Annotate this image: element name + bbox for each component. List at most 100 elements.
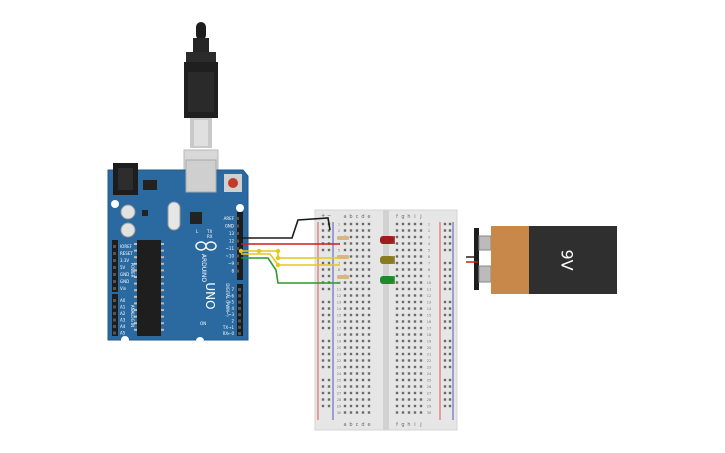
bb-hole[interactable] bbox=[349, 261, 353, 265]
bb-hole[interactable] bbox=[407, 411, 411, 414]
bb-hole[interactable] bbox=[343, 320, 347, 323]
bb-hole[interactable] bbox=[349, 365, 353, 369]
bb-hole[interactable] bbox=[395, 287, 399, 291]
rail-hole[interactable] bbox=[448, 385, 452, 388]
bb-hole[interactable] bbox=[367, 320, 371, 323]
bb-hole[interactable] bbox=[361, 274, 365, 278]
bb-hole[interactable] bbox=[401, 372, 405, 375]
bb-hole[interactable] bbox=[395, 346, 399, 349]
bb-hole[interactable] bbox=[367, 235, 371, 239]
led-yellow[interactable] bbox=[380, 256, 395, 264]
bb-hole[interactable] bbox=[413, 313, 417, 317]
bb-hole[interactable] bbox=[395, 339, 399, 343]
rail-hole[interactable] bbox=[443, 274, 447, 278]
bb-hole[interactable] bbox=[395, 229, 399, 232]
bb-hole[interactable] bbox=[395, 222, 399, 226]
bb-hole[interactable] bbox=[355, 372, 359, 375]
bb-hole[interactable] bbox=[395, 300, 399, 304]
rail-hole[interactable] bbox=[443, 242, 447, 245]
bb-hole[interactable] bbox=[419, 333, 423, 336]
bb-hole[interactable] bbox=[413, 229, 417, 232]
bb-hole[interactable] bbox=[355, 359, 359, 362]
bb-hole[interactable] bbox=[413, 391, 417, 395]
bb-hole[interactable] bbox=[413, 411, 417, 414]
bb-hole[interactable] bbox=[367, 333, 371, 336]
rail-hole[interactable] bbox=[327, 359, 331, 362]
bb-hole[interactable] bbox=[355, 313, 359, 317]
rail-hole[interactable] bbox=[321, 365, 325, 369]
header-pin[interactable] bbox=[113, 273, 116, 276]
rail-hole[interactable] bbox=[321, 248, 325, 252]
rail-hole[interactable] bbox=[327, 300, 331, 304]
header-pin[interactable] bbox=[113, 259, 116, 262]
bb-hole[interactable] bbox=[367, 287, 371, 291]
rail-hole[interactable] bbox=[443, 313, 447, 317]
rail-hole[interactable] bbox=[448, 378, 452, 382]
bb-hole[interactable] bbox=[367, 365, 371, 369]
bb-hole[interactable] bbox=[361, 346, 365, 349]
bb-hole[interactable] bbox=[355, 229, 359, 232]
rail-hole[interactable] bbox=[448, 404, 452, 408]
bb-hole[interactable] bbox=[419, 352, 423, 356]
rail-hole[interactable] bbox=[443, 268, 447, 271]
led-red[interactable] bbox=[380, 236, 395, 244]
rail-hole[interactable] bbox=[448, 320, 452, 323]
rail-hole[interactable] bbox=[448, 281, 452, 284]
bb-hole[interactable] bbox=[361, 255, 365, 258]
header-pin[interactable] bbox=[238, 332, 241, 336]
rail-hole[interactable] bbox=[443, 398, 447, 401]
bb-hole[interactable] bbox=[413, 287, 417, 291]
bb-hole[interactable] bbox=[361, 235, 365, 239]
arduino-board[interactable]: ARDUINO UNO DIGITAL (PWM~) POWER ANALOG … bbox=[107, 159, 249, 345]
bb-hole[interactable] bbox=[361, 365, 365, 369]
bb-hole[interactable] bbox=[355, 326, 359, 330]
bb-hole[interactable] bbox=[413, 222, 417, 226]
bb-hole[interactable] bbox=[349, 372, 353, 375]
bb-hole[interactable] bbox=[367, 274, 371, 278]
digital-header-top[interactable] bbox=[237, 212, 243, 280]
bb-hole[interactable] bbox=[407, 391, 411, 395]
bb-hole[interactable] bbox=[349, 326, 353, 330]
bb-hole[interactable] bbox=[367, 281, 371, 284]
bb-hole[interactable] bbox=[401, 313, 405, 317]
bb-hole[interactable] bbox=[419, 359, 423, 362]
header-pin[interactable] bbox=[238, 300, 241, 304]
led-green[interactable] bbox=[380, 276, 395, 284]
bb-hole[interactable] bbox=[367, 248, 371, 252]
bb-hole[interactable] bbox=[401, 398, 405, 401]
rail-hole[interactable] bbox=[327, 391, 331, 395]
bb-hole[interactable] bbox=[419, 391, 423, 395]
bb-hole[interactable] bbox=[401, 326, 405, 330]
bb-hole[interactable] bbox=[413, 242, 417, 245]
bb-hole[interactable] bbox=[349, 404, 353, 408]
bb-hole[interactable] bbox=[401, 287, 405, 291]
bb-hole[interactable] bbox=[343, 287, 347, 291]
bb-hole[interactable] bbox=[395, 274, 399, 278]
header-pin[interactable] bbox=[236, 247, 239, 250]
bb-hole[interactable] bbox=[355, 242, 359, 245]
bb-hole[interactable] bbox=[395, 235, 399, 239]
rail-hole[interactable] bbox=[327, 320, 331, 323]
bb-hole[interactable] bbox=[355, 333, 359, 336]
bb-hole[interactable] bbox=[413, 294, 417, 297]
bb-hole[interactable] bbox=[407, 255, 411, 258]
header-pin[interactable] bbox=[238, 319, 241, 323]
bb-hole[interactable] bbox=[361, 242, 365, 245]
bb-hole[interactable] bbox=[401, 268, 405, 271]
bb-hole[interactable] bbox=[395, 404, 399, 408]
rail-hole[interactable] bbox=[443, 404, 447, 408]
bb-hole[interactable] bbox=[413, 235, 417, 239]
bb-hole[interactable] bbox=[419, 255, 423, 258]
bb-hole[interactable] bbox=[349, 287, 353, 291]
bb-hole[interactable] bbox=[343, 261, 347, 265]
header-pin[interactable] bbox=[113, 287, 116, 290]
header-pin[interactable] bbox=[236, 262, 239, 265]
rail-hole[interactable] bbox=[321, 378, 325, 382]
bb-hole[interactable] bbox=[401, 385, 405, 388]
rail-hole[interactable] bbox=[327, 398, 331, 401]
bb-hole[interactable] bbox=[349, 313, 353, 317]
bb-hole[interactable] bbox=[349, 320, 353, 323]
bb-hole[interactable] bbox=[395, 281, 399, 284]
rail-hole[interactable] bbox=[443, 320, 447, 323]
resistor-1[interactable] bbox=[337, 236, 349, 240]
